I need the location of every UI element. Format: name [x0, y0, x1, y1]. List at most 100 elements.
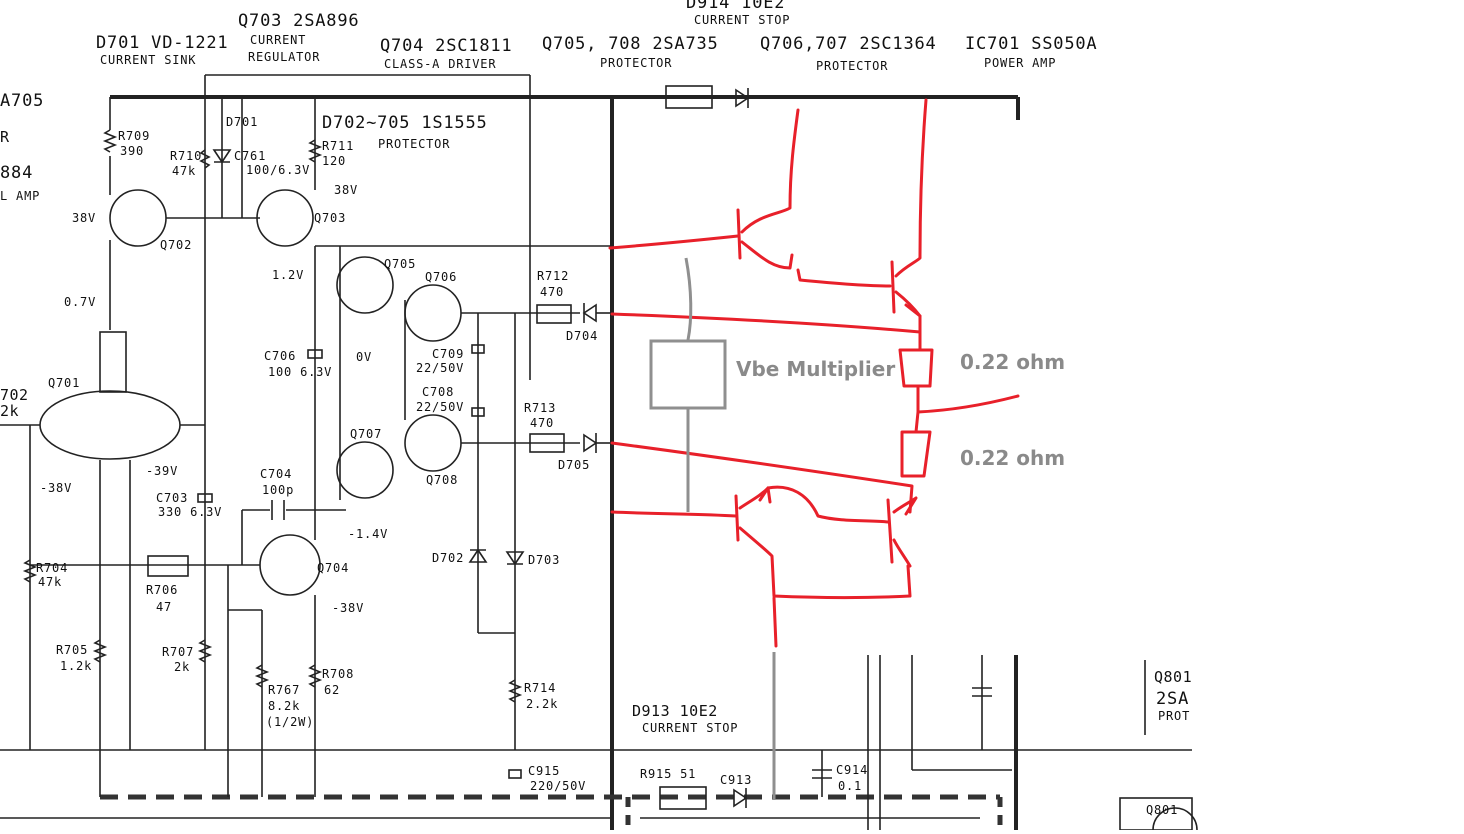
voltage-neg39v: -39V	[146, 464, 178, 478]
label-r712-val: 470	[540, 285, 564, 299]
voltage-38v: 38V	[72, 211, 96, 225]
label-d705: D705	[558, 458, 590, 472]
red-resistor-lower	[900, 430, 932, 478]
voltage-1-2v: 1.2V	[272, 268, 304, 282]
header-d914-part: D914 10E2	[686, 0, 785, 13]
label-r714: R714	[524, 681, 556, 695]
r915-symbol	[659, 786, 707, 810]
r707-symbol	[197, 639, 213, 663]
label-r714-val: 2.2k	[526, 697, 558, 711]
header-q705-part: Q705, 708 2SA735	[542, 34, 719, 54]
label-r711: R711	[322, 139, 354, 153]
label-r705: R705	[56, 643, 88, 657]
red-q-lower-emitter	[738, 486, 772, 510]
main-wiring	[0, 74, 1198, 834]
red-q-lower-out-bar	[886, 498, 894, 564]
header-q704-role: CLASS-A DRIVER	[384, 57, 496, 71]
r706-symbol	[147, 555, 189, 577]
label-d703: D703	[528, 553, 560, 567]
header-labels: D701 VD-1221 CURRENT SINK Q703 2SA896 CU…	[96, 0, 1097, 151]
red-q-upper-base-bar	[736, 208, 742, 260]
label-c915: C915	[528, 764, 560, 778]
voltage-neg38v: -38V	[40, 481, 72, 495]
red-q-lower-base-bar	[734, 494, 740, 542]
label-r708: R708	[322, 667, 354, 681]
label-c704-val: 100p	[262, 483, 294, 497]
label-r709-val: 390	[120, 144, 144, 158]
voltage-0v: 0V	[356, 350, 372, 364]
gray-wire-top	[684, 257, 693, 341]
label-r707-val: 2k	[174, 660, 190, 674]
d703-symbol	[505, 551, 525, 566]
red-output-wire	[916, 386, 1020, 414]
label-r710-val: 47k	[172, 164, 196, 178]
label-r709: R709	[118, 129, 150, 143]
label-q708: Q708	[426, 473, 458, 487]
red-resistor-upper	[898, 348, 934, 388]
label-q707: Q707	[350, 427, 382, 441]
r713-symbol	[529, 433, 565, 453]
label-r704: R704	[36, 561, 68, 575]
label-c761-val: 100/6.3V	[246, 163, 310, 177]
red-wire	[914, 410, 920, 434]
label-d913-part: D913 10E2	[632, 702, 718, 720]
label-c709-val: 22/50V	[416, 361, 464, 375]
label-c706: C706	[264, 349, 296, 363]
label-r713-val: 470	[530, 416, 554, 430]
voltage-neg38v-q704: -38V	[332, 601, 364, 615]
c709-symbol	[471, 344, 485, 354]
c915-symbol	[508, 769, 522, 779]
header-d701-part: D701 VD-1221	[96, 33, 228, 53]
r704-symbol	[22, 559, 38, 583]
label-c708-val: 22/50V	[416, 400, 464, 414]
gray-markup: Vbe Multiplier 0.22 ohm 0.22 ohm	[649, 257, 1065, 800]
q704-symbol	[259, 534, 321, 596]
q707-symbol	[336, 441, 394, 499]
label-r708-val: 62	[324, 683, 340, 697]
label-c704: C704	[260, 467, 292, 481]
label-r712: R712	[537, 269, 569, 283]
header-q706-role: PROTECTOR	[816, 59, 888, 73]
right-frag-3: PROT	[1158, 709, 1190, 723]
r767-symbol	[254, 664, 270, 688]
label-d701: D701	[226, 115, 258, 129]
label-c913-val: 0.1	[838, 779, 862, 793]
left-frag-4: L AMP	[0, 189, 40, 203]
q705-symbol	[336, 256, 394, 314]
r711-symbol	[307, 139, 323, 163]
red-wire-lower-sense	[610, 441, 914, 514]
voltage-38v-q703: 38V	[334, 183, 358, 197]
header-q704-part: Q704 2SC1811	[380, 36, 512, 56]
red-wire-lower-driver	[766, 485, 890, 524]
r705-symbol	[92, 639, 108, 663]
header-d701-role: CURRENT SINK	[100, 53, 196, 67]
r712-symbol	[536, 304, 572, 324]
label-c709: C709	[432, 347, 464, 361]
label-r707: R707	[162, 645, 194, 659]
right-frag-1: Q801	[1154, 668, 1192, 686]
voltage-neg1-4v: -1.4V	[348, 527, 388, 541]
left-frag-3: 884	[0, 163, 33, 183]
red-q-lower-collector	[738, 526, 912, 599]
label-c913: C914	[836, 763, 868, 777]
voltage-0-7v: 0.7V	[64, 295, 96, 309]
label-q706: Q706	[425, 270, 457, 284]
label-r706: R706	[146, 583, 178, 597]
d705-symbol	[583, 433, 598, 453]
diode-note-role: PROTECTOR	[378, 137, 450, 151]
label-r713: R713	[524, 401, 556, 415]
r710-symbol	[199, 149, 211, 169]
r916-symbol	[665, 85, 713, 109]
q708-symbol	[404, 414, 462, 472]
r708-symbol	[307, 664, 323, 688]
label-q703: Q703	[314, 211, 346, 225]
label-r706-val: 47	[156, 600, 172, 614]
red-wire-upper-driver	[796, 268, 892, 288]
label-r704-val: 47k	[38, 575, 62, 589]
red-q-lower-out-emitter	[892, 496, 918, 516]
header-ic701-role: POWER AMP	[984, 56, 1056, 70]
q703-symbol	[256, 189, 314, 247]
c706-symbol	[307, 349, 323, 359]
ohm-label-bottom: 0.22 ohm	[960, 446, 1065, 470]
label-r711-val: 120	[322, 154, 346, 168]
